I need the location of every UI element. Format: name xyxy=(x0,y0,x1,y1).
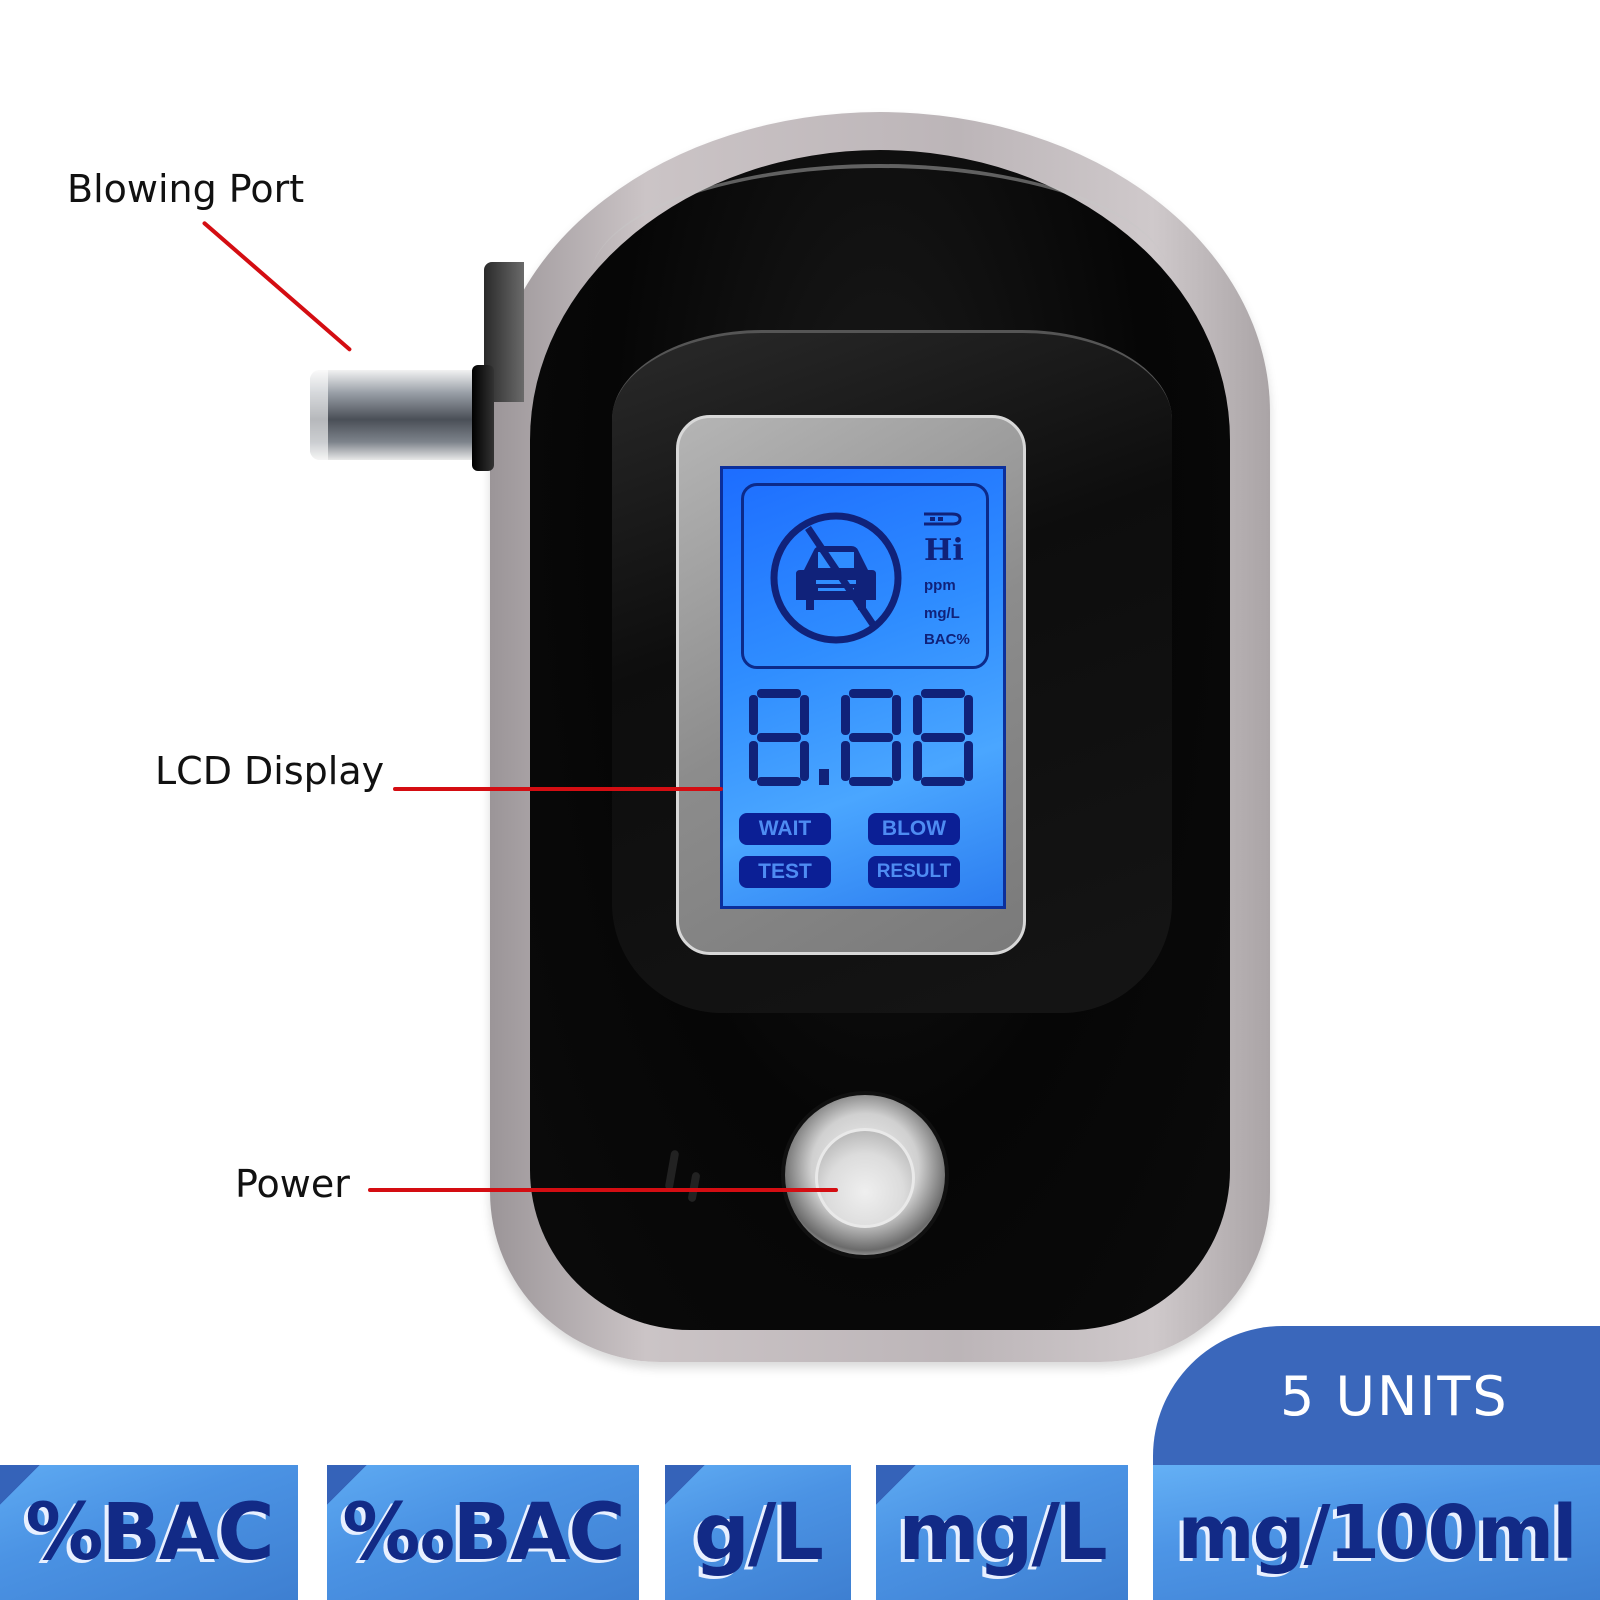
leader-line-blowing-port xyxy=(201,220,353,353)
lcd-mgl-indicator: mg/L xyxy=(924,605,960,622)
blowing-port-tube xyxy=(310,370,480,460)
leader-line-power xyxy=(368,1188,838,1192)
blowing-port-collar xyxy=(472,365,494,471)
lcd-blow-badge: BLOW xyxy=(868,813,960,845)
leader-line-lcd-display xyxy=(393,787,723,791)
unit-tile-g-per-l: g/L xyxy=(665,1465,851,1600)
unit-tile-pct-bac: %BAC xyxy=(0,1465,298,1600)
lcd-display: Hi ppm mg/L BAC% xyxy=(720,466,1006,909)
lcd-ppm-indicator: ppm xyxy=(924,577,956,594)
lcd-test-badge: TEST xyxy=(739,856,831,888)
unit-label: ‰BAC xyxy=(342,1487,625,1578)
unit-label: mg/L xyxy=(898,1487,1107,1578)
lcd-top-panel: Hi ppm mg/L BAC% xyxy=(741,483,989,669)
lcd-wait-badge: WAIT xyxy=(739,813,831,845)
unit-tile-permille-bac: ‰BAC xyxy=(327,1465,639,1600)
unit-tile-mg-per-l: mg/L xyxy=(876,1465,1128,1600)
callout-blowing-port: Blowing Port xyxy=(67,167,305,211)
lcd-bac-indicator: BAC% xyxy=(924,631,970,648)
lcd-result-badge: RESULT xyxy=(868,856,960,888)
unit-label: mg/100ml xyxy=(1177,1489,1577,1576)
battery-icon xyxy=(924,512,962,526)
no-drink-driving-icon xyxy=(770,512,902,644)
unit-label: g/L xyxy=(693,1487,824,1578)
units-badge xyxy=(1153,1326,1600,1466)
unit-label: %BAC xyxy=(25,1487,274,1578)
power-button[interactable] xyxy=(815,1128,915,1228)
units-badge-label: 5 UNITS xyxy=(1280,1365,1509,1428)
unit-tile-mg-per-100ml: mg/100ml xyxy=(1153,1465,1600,1600)
callout-lcd-display: LCD Display xyxy=(155,749,385,793)
callout-power: Power xyxy=(235,1162,350,1206)
lcd-hi-indicator: Hi xyxy=(924,533,964,568)
lcd-seven-segment-reading xyxy=(749,689,973,786)
